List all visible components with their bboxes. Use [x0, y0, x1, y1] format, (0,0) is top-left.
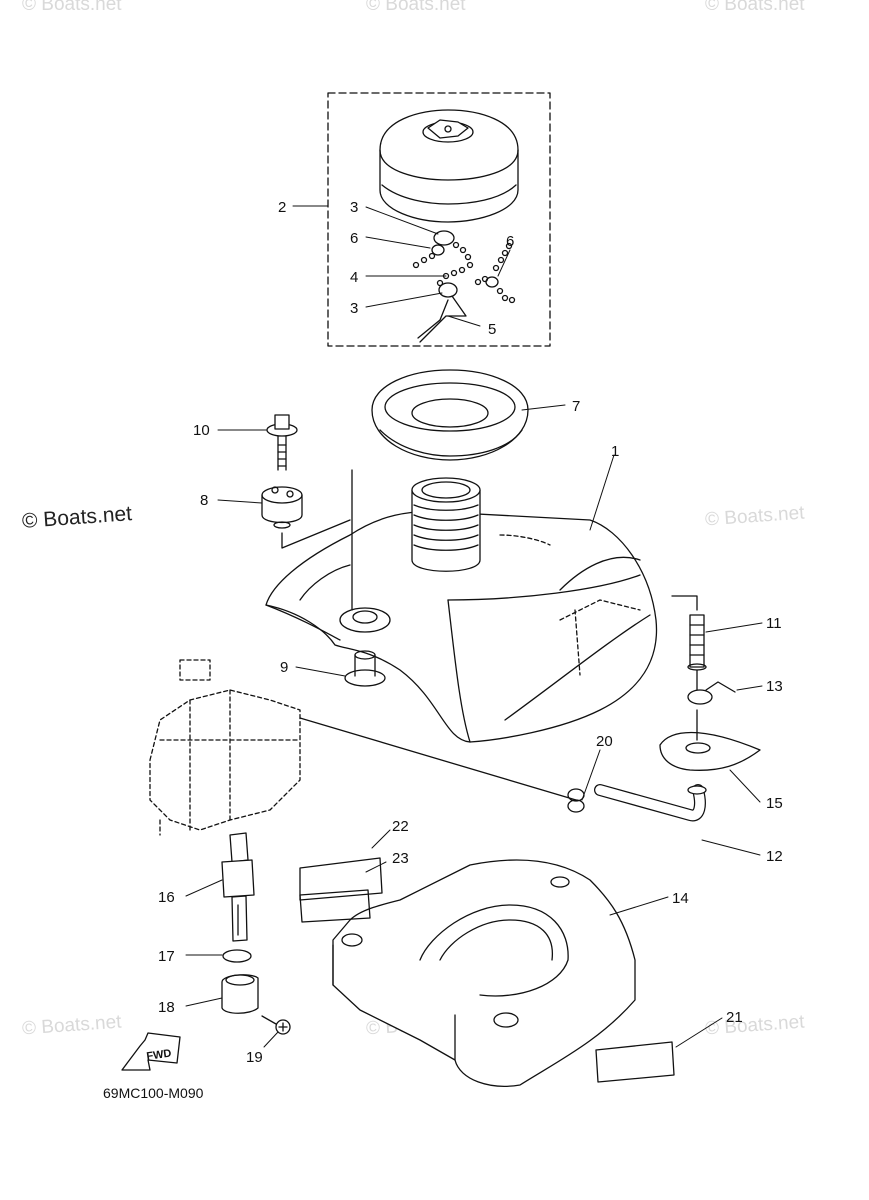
carburetor-drawing — [149, 659, 301, 836]
fuel-cap-drawing — [379, 109, 519, 223]
o-ring-drawing — [222, 949, 252, 963]
link-rod-drawing — [221, 832, 255, 942]
vent-screw-drawing — [266, 414, 298, 471]
callout-15: 15 — [766, 795, 783, 812]
screw-drawing — [261, 1015, 291, 1035]
bottom-cowling-drawing — [332, 859, 636, 1087]
hose-clip-drawing — [687, 681, 736, 705]
callout-3a: 3 — [350, 199, 358, 216]
callout-11: 11 — [766, 615, 782, 632]
grommet-drawing — [261, 486, 303, 529]
callout-7: 7 — [572, 398, 580, 415]
label-sticker-drawings — [299, 857, 675, 1083]
callout-19: 19 — [246, 1049, 263, 1066]
callout-6a: 6 — [350, 230, 358, 247]
plate-drawing — [659, 731, 761, 771]
callout-1: 1 — [611, 443, 619, 460]
callout-10: 10 — [193, 422, 210, 439]
watermark-top-left: © Boats.net — [22, 0, 122, 15]
callout-9: 9 — [280, 659, 288, 676]
fwd-label: FWD — [146, 1047, 173, 1062]
fuel-hose-drawing — [594, 784, 707, 822]
callout-labels: 2 3 6 4 3 5 6 7 1 10 8 9 11 13 20 15 12 … — [158, 199, 783, 1066]
bushing-drawing — [344, 650, 386, 687]
fwd-arrow-icon — [121, 1032, 181, 1071]
callout-20: 20 — [596, 733, 613, 750]
callout-14: 14 — [672, 890, 689, 907]
connector-drawing — [221, 974, 259, 1014]
callout-4: 4 — [350, 269, 358, 286]
callout-3b: 3 — [350, 300, 358, 317]
callout-21: 21 — [726, 1009, 743, 1026]
fuel-tank-drawing — [265, 477, 658, 743]
watermark-top-right: © Boats.net — [705, 0, 805, 15]
callout-2: 2 — [278, 199, 286, 216]
fuel-filter-drawing — [687, 614, 707, 671]
cap-assembly-group-box — [327, 92, 551, 347]
callout-23: 23 — [392, 850, 409, 867]
callout-12: 12 — [766, 848, 783, 865]
callout-17: 17 — [158, 948, 175, 965]
leader-lines — [185, 205, 763, 1048]
cap-chain-drawing — [412, 230, 516, 343]
watermark-top-center: © Boats.net — [366, 0, 466, 15]
callout-22: 22 — [392, 818, 409, 835]
callout-6b: 6 — [506, 233, 514, 250]
callout-5: 5 — [488, 321, 496, 338]
filter-ring-drawing — [371, 369, 529, 461]
callout-13: 13 — [766, 678, 783, 695]
callout-16: 16 — [158, 889, 175, 906]
diagram-code: 69MC100-M090 — [103, 1085, 204, 1101]
callout-8: 8 — [200, 492, 208, 509]
callout-18: 18 — [158, 999, 175, 1016]
